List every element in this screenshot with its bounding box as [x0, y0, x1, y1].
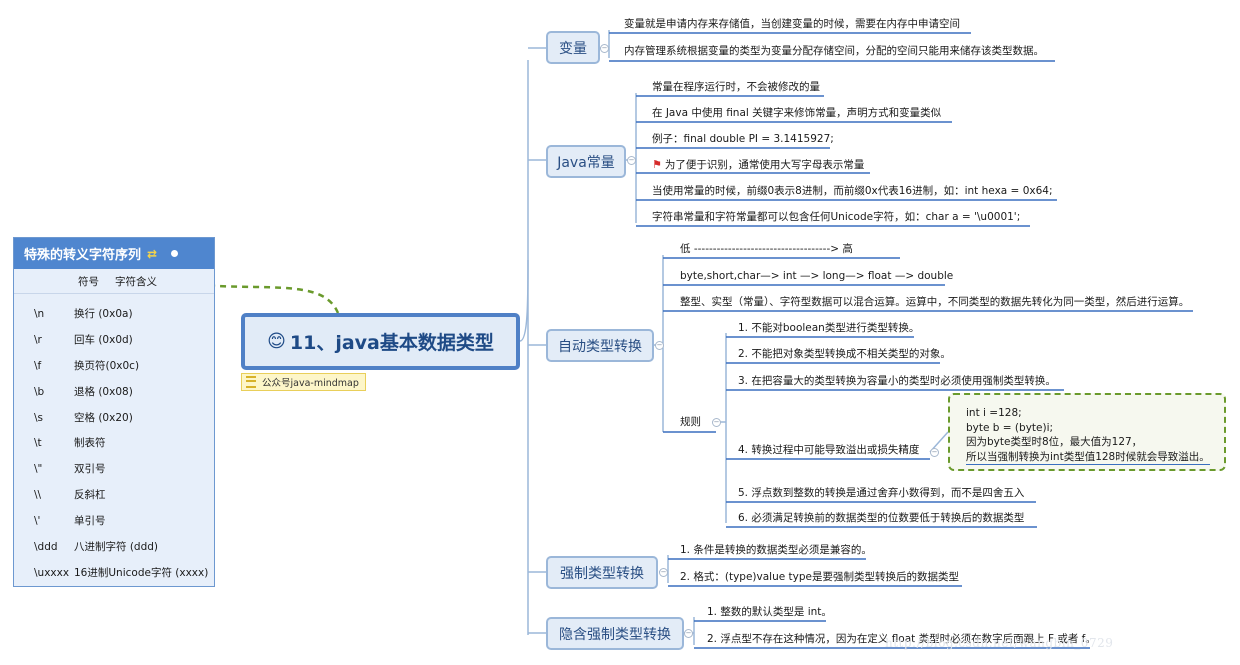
topic-variable[interactable]: 变量	[546, 31, 600, 64]
const-item-3: 例子：final double PI = 3.1415927;	[652, 133, 834, 145]
overflow-example-callout: int i =128; byte b = (byte)i; 因为byte类型时8…	[948, 393, 1226, 471]
collapse-icon[interactable]: −	[627, 156, 636, 165]
rule-item-1: 1. 不能对boolean类型进行类型转换。	[738, 322, 920, 334]
topic-java-constant[interactable]: Java常量	[546, 145, 626, 178]
topic-implicit-conversion[interactable]: 隐含强制类型转换	[546, 617, 684, 650]
collapse-icon[interactable]: −	[930, 448, 939, 457]
topic-variable-label: 变量	[559, 40, 587, 57]
root-topic[interactable]: 😊 11、java基本数据类型	[241, 313, 520, 370]
callout-line-2: byte b = (byte)i;	[966, 421, 1054, 434]
panel-row: \'单引号	[34, 515, 106, 527]
panel-title: 特殊的转义字符序列	[24, 248, 142, 263]
topic-forced-conversion[interactable]: 强制类型转换	[546, 556, 658, 589]
const-item-2: 在 Java 中使用 final 关键字来修饰常量，声明方式和变量类似	[652, 107, 942, 119]
watermark: http://blog.csdn.net/wangbin_0729	[885, 636, 1114, 650]
collapse-icon[interactable]: −	[655, 341, 664, 350]
rule-item-3: 3. 在把容量大的类型转换为容量小的类型时必须使用强制类型转换。	[738, 375, 1056, 387]
root-title: 11、java基本数据类型	[289, 332, 494, 354]
auto-item-1: 低 ------------------------------------> …	[680, 243, 853, 255]
auto-item-3: 整型、实型（常量）、字符型数据可以混合运算。运算中，不同类型的数据先转化为同一类…	[680, 296, 1190, 308]
root-tag-label: 公众号java-mindmap	[262, 378, 359, 389]
var-item-2: 内存管理系统根据变量的类型为变量分配存储空间，分配的空间只能用来储存该类型数据。	[624, 45, 1044, 57]
collapse-icon[interactable]: −	[600, 44, 609, 53]
force-item-1: 1. 条件是转换的数据类型必须是兼容的。	[680, 544, 872, 556]
rule-item-4: 4. 转换过程中可能导致溢出或损失精度	[738, 444, 920, 456]
panel-header-row: 符号 字符含义	[14, 269, 214, 294]
panel-title-bar: 特殊的转义字符序列 ⇄	[14, 238, 214, 269]
topic-auto-conversion-label: 自动类型转换	[558, 338, 642, 355]
topic-java-constant-label: Java常量	[557, 154, 615, 171]
collapse-icon[interactable]: −	[712, 418, 721, 427]
collapse-icon[interactable]: −	[684, 629, 693, 638]
swap-arrows-icon: ⇄	[147, 246, 158, 261]
topic-rules[interactable]: 规则	[680, 416, 701, 428]
collapse-dot-icon[interactable]	[171, 250, 179, 257]
notes-icon	[246, 376, 256, 388]
panel-row: \"双引号	[34, 463, 106, 475]
const-item-6: 字符串常量和字符常量都可以包含任何Unicode字符，如：char a = '\…	[652, 211, 1021, 223]
topic-auto-conversion[interactable]: 自动类型转换	[546, 329, 654, 362]
rule-item-2: 2. 不能把对象类型转换成不相关类型的对象。	[738, 348, 951, 360]
const-item-4: ⚑为了便于识别，通常使用大写字母表示常量	[652, 157, 864, 173]
implicit-item-1: 1. 整数的默认类型是 int。	[707, 606, 832, 618]
auto-item-2: byte,short,char—> int —> long—> float —>…	[680, 270, 954, 282]
topic-implicit-conversion-label: 隐含强制类型转换	[559, 626, 671, 643]
col-meaning: 字符含义	[115, 275, 157, 288]
force-item-2: 2. 格式：(type)value type是要强制类型转换后的数据类型	[680, 571, 959, 583]
const-item-4-label: 为了便于识别，通常使用大写字母表示常量	[664, 159, 865, 171]
callout-line-1: int i =128;	[966, 407, 1022, 419]
smile-emoji-icon: 😊	[267, 331, 286, 352]
rule-item-5: 5. 浮点数到整数的转换是通过舍弃小数得到，而不是四舍五入	[738, 487, 1025, 499]
const-item-5: 当使用常量的时候，前缀0表示8进制，而前缀0x代表16进制，如：int hexa…	[652, 185, 1053, 197]
root-tag: 公众号java-mindmap	[241, 373, 366, 391]
callout-line-4: 所以当强制转换为int类型值128时候就会导致溢出。	[966, 450, 1210, 465]
red-flag-icon: ⚑	[652, 158, 662, 171]
callout-line-3: 因为byte类型时8位，最大值为127，	[966, 436, 1143, 448]
topic-forced-conversion-label: 强制类型转换	[560, 565, 644, 582]
implicit-item-2: 2. 浮点型不存在这种情况，因为在定义 float 类型时必须在数字后面跟上 F…	[707, 633, 1096, 645]
col-symbol: 符号	[78, 275, 99, 288]
var-item-1: 变量就是申请内存来存储值，当创建变量的时候，需要在内存中申请空间	[624, 18, 960, 30]
const-item-1: 常量在程序运行时，不会被修改的量	[652, 81, 820, 93]
rule-item-6: 6. 必须满足转换前的数据类型的位数要低于转换后的数据类型	[738, 512, 1025, 524]
collapse-icon[interactable]: −	[659, 568, 668, 577]
panel-row: \\反斜杠	[34, 489, 106, 501]
